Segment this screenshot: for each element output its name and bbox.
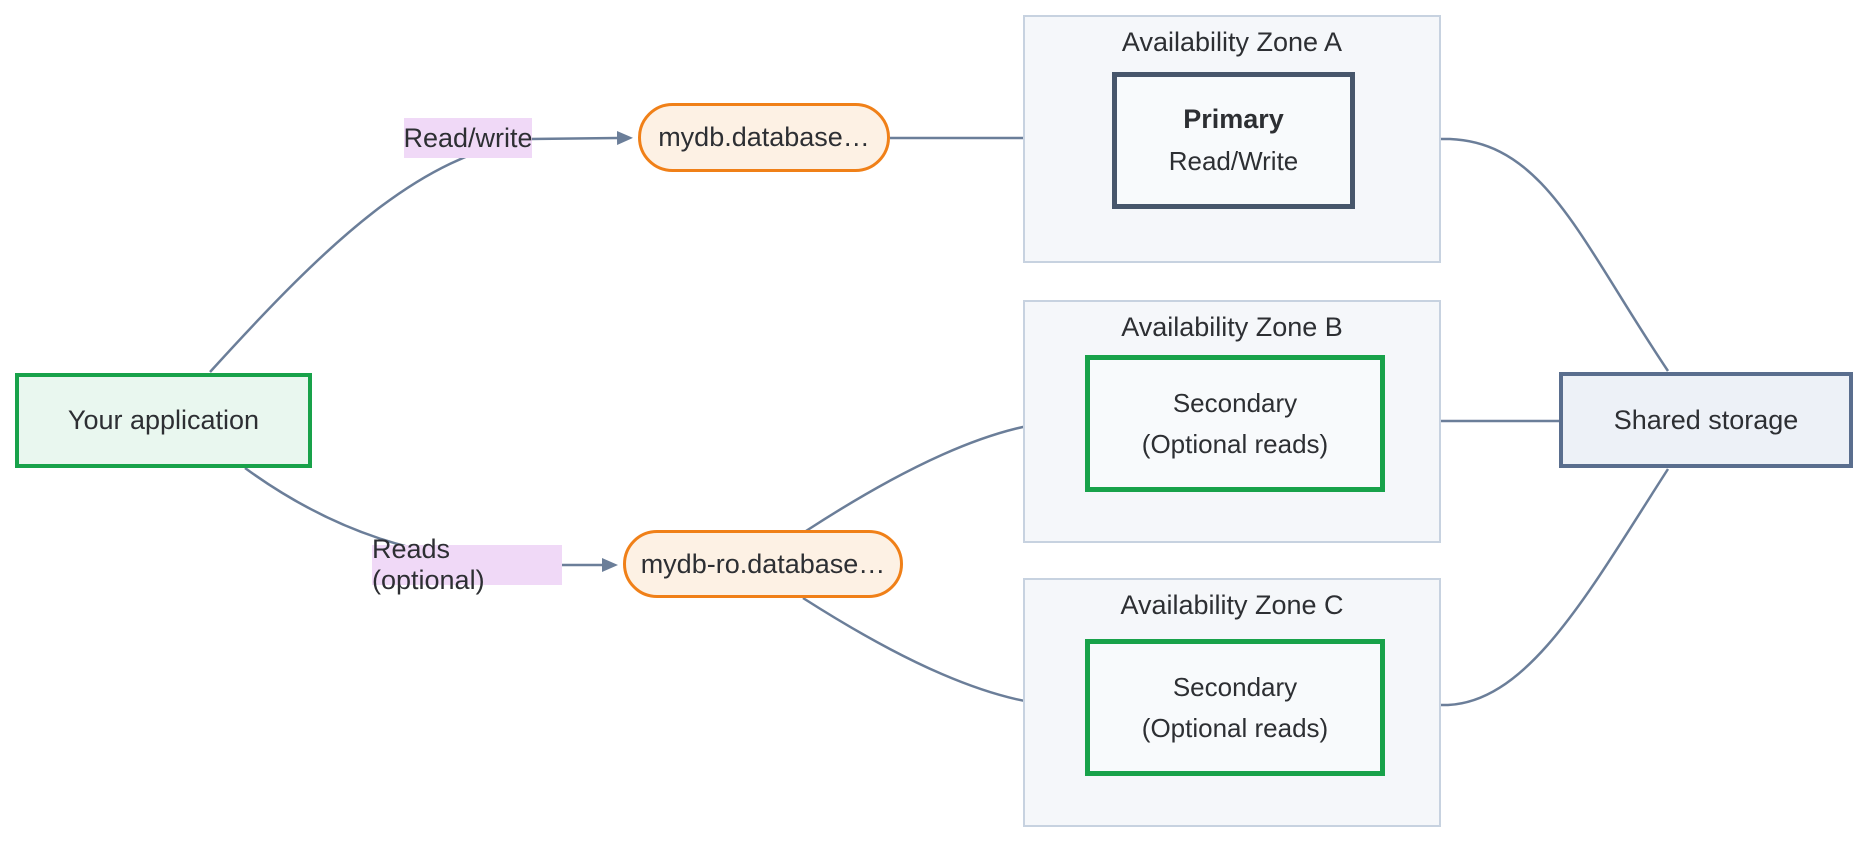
edge-app-to-writer-endpoint bbox=[209, 131, 633, 373]
your-application-node: Your application bbox=[15, 373, 312, 468]
read-write-edge-label: Read/write bbox=[403, 118, 533, 158]
secondary-node-c: Secondary (Optional reads) bbox=[1085, 639, 1385, 776]
primary-title: Primary bbox=[1183, 104, 1284, 135]
edge-primary-to-shared-storage bbox=[1355, 137, 1670, 372]
primary-subtitle: Read/Write bbox=[1168, 146, 1299, 177]
reader-endpoint-label: mydb-ro.database… bbox=[640, 548, 886, 579]
availability-zone-a-title: Availability Zone A bbox=[1121, 27, 1343, 57]
shared-storage-node: Shared storage bbox=[1559, 372, 1853, 468]
availability-zone-c: Availability Zone C Secondary (Optional … bbox=[1023, 578, 1441, 827]
shared-storage-label: Shared storage bbox=[1613, 404, 1799, 435]
secondary-node-b: Secondary (Optional reads) bbox=[1085, 355, 1385, 492]
reader-endpoint-node: mydb-ro.database… bbox=[623, 530, 903, 598]
edge-secondary-c-to-shared-storage bbox=[1383, 468, 1670, 707]
secondary-c-title: Secondary bbox=[1172, 672, 1298, 703]
availability-zone-b-title: Availability Zone B bbox=[1121, 312, 1343, 342]
secondary-b-title: Secondary bbox=[1172, 388, 1298, 419]
secondary-b-subtitle: (Optional reads) bbox=[1141, 428, 1329, 459]
secondary-c-subtitle: (Optional reads) bbox=[1141, 712, 1329, 743]
writer-endpoint-label: mydb.database… bbox=[658, 122, 870, 152]
availability-zone-a: Availability Zone A Primary Read/Write bbox=[1023, 15, 1441, 263]
availability-zone-c-title: Availability Zone C bbox=[1120, 590, 1344, 620]
your-application-label: Your application bbox=[67, 405, 260, 435]
writer-endpoint-node: mydb.database… bbox=[638, 103, 890, 172]
primary-node: Primary Read/Write bbox=[1112, 72, 1355, 209]
reads-optional-edge-label: Reads (optional) bbox=[372, 534, 562, 595]
availability-zone-b: Availability Zone B Secondary (Optional … bbox=[1023, 300, 1441, 543]
